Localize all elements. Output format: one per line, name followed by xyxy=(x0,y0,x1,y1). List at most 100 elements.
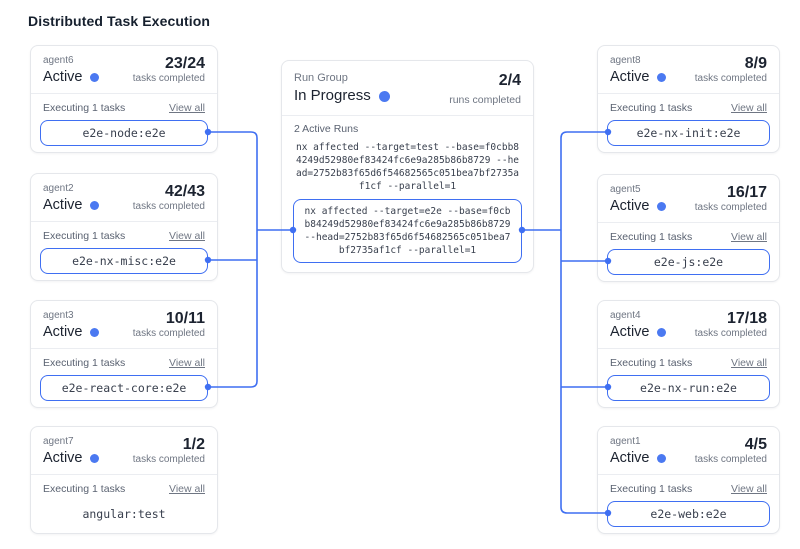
runs-count: 2/4 xyxy=(498,72,521,89)
tasks-count-label: tasks completed xyxy=(132,328,205,339)
executing-label: Executing 1 tasks xyxy=(610,231,693,243)
executing-label: Executing 1 tasks xyxy=(43,102,126,114)
tasks-count-label: tasks completed xyxy=(132,201,205,212)
agent-card-agent6: agent6 Active 23/24 tasks completed Exec… xyxy=(30,45,218,153)
agent-status-label: Active xyxy=(43,324,83,340)
status-dot-icon xyxy=(378,90,390,102)
page-title: Distributed Task Execution xyxy=(28,13,211,29)
tasks-count-label: tasks completed xyxy=(694,454,767,465)
agent-card-agent4: agent4 Active 17/18 tasks completed Exec… xyxy=(597,300,780,408)
status-dot-icon xyxy=(656,328,666,337)
tasks-count: 4/5 xyxy=(744,436,767,453)
agent-progress: 23/24 tasks completed xyxy=(133,54,205,93)
agent-card-header: agent2 Active 42/43 tasks completed xyxy=(31,174,217,222)
agent-card-agent8: agent8 Active 8/9 tasks completed Execut… xyxy=(597,45,780,153)
status-dot-icon xyxy=(89,201,99,210)
view-all-link[interactable]: View all xyxy=(169,102,205,114)
view-all-link[interactable]: View all xyxy=(731,231,767,243)
agent-progress: 1/2 tasks completed xyxy=(133,435,205,474)
agent-card-body: Executing 1 tasks View all e2e-nx-init:e… xyxy=(598,94,779,146)
agent-name: agent7 xyxy=(43,436,74,447)
task-chip[interactable]: e2e-js:e2e xyxy=(607,249,770,275)
agent-status: Active xyxy=(610,67,666,88)
agent-card-header: agent6 Active 23/24 tasks completed xyxy=(31,46,217,94)
agent-card-agent2: agent2 Active 42/43 tasks completed Exec… xyxy=(30,173,218,281)
agent-progress: 8/9 tasks completed xyxy=(695,54,767,93)
agent-status-label: Active xyxy=(43,450,83,466)
tasks-count: 42/43 xyxy=(164,183,205,200)
executing-label: Executing 1 tasks xyxy=(610,102,693,114)
agent-card-agent3: agent3 Active 10/11 tasks completed Exec… xyxy=(30,300,218,408)
agent-name: agent2 xyxy=(43,183,74,194)
run-command: nx affected --target=test --base=f0cbb84… xyxy=(295,142,520,192)
view-all-link[interactable]: View all xyxy=(169,357,205,369)
agent-status-label: Active xyxy=(610,198,650,214)
run-group-status: In Progress xyxy=(294,85,390,107)
status-dot-icon xyxy=(89,454,99,463)
agent-status: Active xyxy=(610,322,666,343)
task-label: angular:test xyxy=(40,501,208,527)
run-group-header: Run Group In Progress 2/4 runs completed xyxy=(282,61,533,116)
agent-progress: 42/43 tasks completed xyxy=(133,182,205,221)
run-group-status-label: In Progress xyxy=(294,87,371,104)
agent-progress: 16/17 tasks completed xyxy=(695,183,767,222)
tasks-count-label: tasks completed xyxy=(694,73,767,84)
executing-label: Executing 1 tasks xyxy=(610,483,693,495)
task-chip[interactable]: e2e-web:e2e xyxy=(607,501,770,527)
agent-name: agent4 xyxy=(610,310,641,321)
active-runs-label: 2 Active Runs xyxy=(294,123,359,135)
agent-card-body: Executing 1 tasks View all e2e-web:e2e xyxy=(598,475,779,527)
view-all-link[interactable]: View all xyxy=(731,483,767,495)
agent-card-body: Executing 1 tasks View all e2e-nx-run:e2… xyxy=(598,349,779,401)
agent-card-header: agent7 Active 1/2 tasks completed xyxy=(31,427,217,475)
agent-status-label: Active xyxy=(610,450,650,466)
executing-label: Executing 1 tasks xyxy=(43,483,126,495)
agent-card-header: agent4 Active 17/18 tasks completed xyxy=(598,301,779,349)
task-chip[interactable]: e2e-nx-init:e2e xyxy=(607,120,770,146)
task-chip[interactable]: e2e-nx-misc:e2e xyxy=(40,248,208,274)
view-all-link[interactable]: View all xyxy=(731,357,767,369)
agent-status-label: Active xyxy=(610,69,650,85)
tasks-count: 16/17 xyxy=(726,184,767,201)
task-chip[interactable]: e2e-nx-run:e2e xyxy=(607,375,770,401)
agent-status: Active xyxy=(43,67,99,88)
agent-status: Active xyxy=(43,195,99,216)
tasks-count-label: tasks completed xyxy=(694,202,767,213)
agent-status-label: Active xyxy=(43,69,83,85)
agent-card-body: Executing 1 tasks View all angular:test xyxy=(31,475,217,527)
agent-card-body: Executing 1 tasks View all e2e-node:e2e xyxy=(31,94,217,146)
agent-card-header: agent1 Active 4/5 tasks completed xyxy=(598,427,779,475)
task-chip[interactable]: e2e-node:e2e xyxy=(40,120,208,146)
view-all-link[interactable]: View all xyxy=(731,102,767,114)
agent-status-label: Active xyxy=(610,324,650,340)
run-group-card: Run Group In Progress 2/4 runs completed… xyxy=(281,60,534,273)
agent-card-agent7: agent7 Active 1/2 tasks completed Execut… xyxy=(30,426,218,534)
agent-card-body: Executing 1 tasks View all e2e-react-cor… xyxy=(31,349,217,401)
agent-status: Active xyxy=(610,196,666,217)
run-group-label: Run Group xyxy=(294,72,348,84)
agent-status: Active xyxy=(43,322,99,343)
status-dot-icon xyxy=(89,73,99,82)
agent-progress: 17/18 tasks completed xyxy=(695,309,767,348)
task-chip[interactable]: e2e-react-core:e2e xyxy=(40,375,208,401)
agent-name: agent1 xyxy=(610,436,641,447)
agent-progress: 10/11 tasks completed xyxy=(133,309,205,348)
agent-name: agent6 xyxy=(43,55,74,66)
agent-card-header: agent3 Active 10/11 tasks completed xyxy=(31,301,217,349)
agent-name: agent5 xyxy=(610,184,641,195)
agent-card-agent5: agent5 Active 16/17 tasks completed Exec… xyxy=(597,174,780,282)
agent-card-header: agent5 Active 16/17 tasks completed xyxy=(598,175,779,223)
status-dot-icon xyxy=(656,202,666,211)
agent-status: Active xyxy=(610,448,666,469)
runs-count-label: runs completed xyxy=(449,94,521,106)
tasks-count: 8/9 xyxy=(744,55,767,72)
agent-card-header: agent8 Active 8/9 tasks completed xyxy=(598,46,779,94)
status-dot-icon xyxy=(656,73,666,82)
status-dot-icon xyxy=(656,454,666,463)
agent-progress: 4/5 tasks completed xyxy=(695,435,767,474)
tasks-count-label: tasks completed xyxy=(694,328,767,339)
view-all-link[interactable]: View all xyxy=(169,230,205,242)
run-command-chip[interactable]: nx affected --target=e2e --base=f0cbb842… xyxy=(293,199,522,263)
view-all-link[interactable]: View all xyxy=(169,483,205,495)
agent-status-label: Active xyxy=(43,197,83,213)
